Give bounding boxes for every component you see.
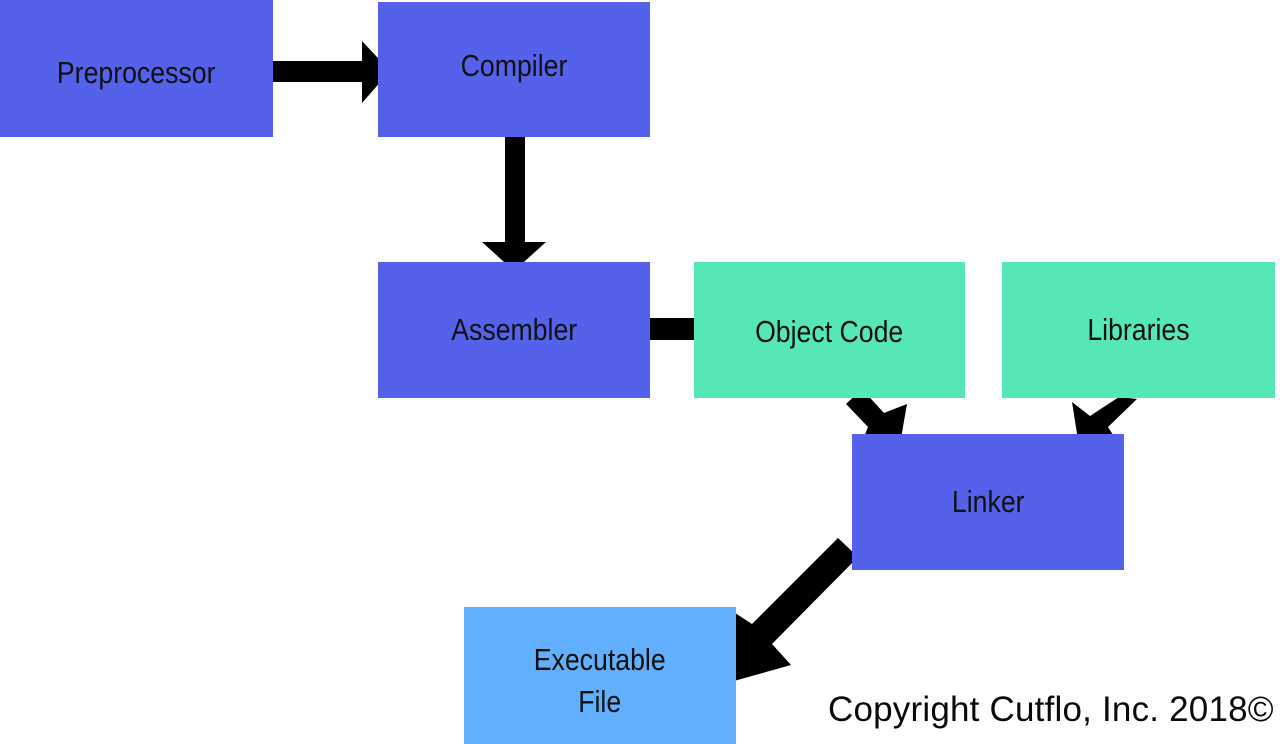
executable-label-line1: Executable xyxy=(534,641,666,677)
linker-label: Linker xyxy=(951,484,1025,520)
object-code-label: Object Code xyxy=(755,314,904,350)
arrow-preprocessor-to-compiler xyxy=(273,41,390,103)
assembler-label: Assembler xyxy=(451,312,577,348)
executable-file-label: Executable File xyxy=(534,639,666,723)
arrow-linker-to-executable xyxy=(716,538,858,686)
object-code-box: Object Code xyxy=(694,262,965,398)
preprocessor-label: Preprocessor xyxy=(57,54,216,90)
libraries-label: Libraries xyxy=(1087,312,1190,348)
assembler-box: Assembler xyxy=(378,262,650,398)
preprocessor-box: Preprocessor xyxy=(0,0,273,137)
executable-label-line2: File xyxy=(578,683,622,719)
copyright-notice: Copyright Cutflo, Inc. 2018© xyxy=(828,690,1274,729)
linker-box: Linker xyxy=(852,434,1124,570)
arrow-compiler-to-assembler xyxy=(482,137,546,271)
executable-file-box: Executable File xyxy=(464,607,736,744)
libraries-box: Libraries xyxy=(1002,262,1275,398)
compiler-box: Compiler xyxy=(378,2,650,137)
compiler-label: Compiler xyxy=(460,47,568,83)
